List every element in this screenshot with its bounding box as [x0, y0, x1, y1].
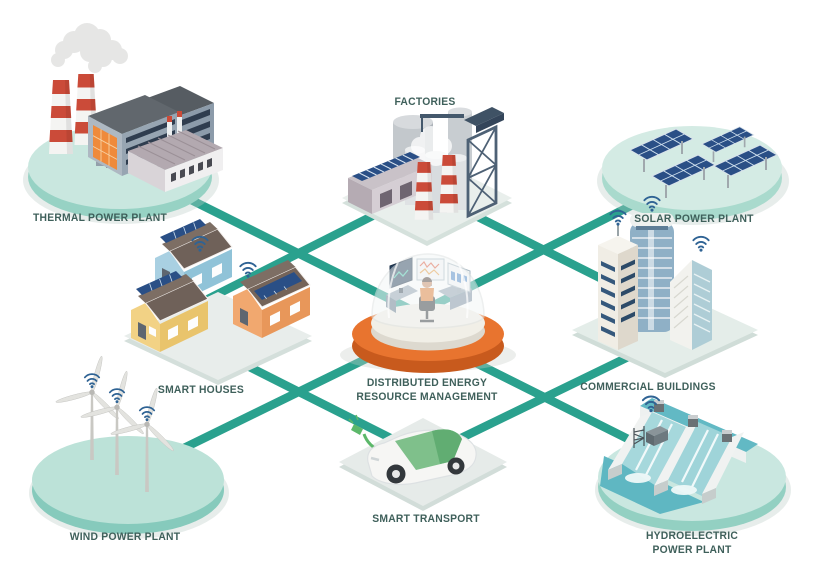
label-hydroelectric-power-plant: HYDROELECTRIC POWER PLANT: [645, 530, 739, 556]
substation: [633, 426, 668, 448]
wifi-icon: [108, 388, 126, 404]
dam: [608, 400, 746, 504]
office-tower-right: [670, 260, 712, 350]
office-tower-center: [630, 213, 674, 332]
node-thermal-power-plant: [23, 23, 223, 224]
label-smart-houses: SMART HOUSES: [157, 384, 245, 396]
pipe-bridge: [420, 107, 504, 133]
house-yellow: [131, 271, 209, 352]
wifi-icon: [692, 235, 710, 253]
label-factories: FACTORIES: [394, 96, 456, 108]
striped-chimney: [439, 155, 459, 213]
gate-house: [654, 400, 732, 442]
wifi-icon: [83, 373, 101, 389]
node-distributed-energy-resource-management: [340, 253, 516, 373]
scaffold-tower: [466, 124, 498, 219]
node-hydroelectric-power-plant: [595, 395, 791, 536]
node-commercial-buildings: [572, 195, 758, 378]
tailwater-pool: [600, 456, 704, 514]
label-commercial-buildings: COMMERCIAL BUILDINGS: [580, 381, 716, 393]
electric-car: [367, 429, 477, 486]
charging-plug: [351, 424, 363, 435]
node-factories: [342, 107, 512, 246]
striped-chimney: [49, 80, 73, 154]
boiler-panel: [93, 125, 117, 170]
striped-chimney: [414, 162, 434, 220]
label-solar-power-plant: SOLAR POWER PLANT: [634, 213, 754, 225]
dome-highlight: [387, 261, 469, 319]
label-thermal-power-plant: THERMAL POWER PLANT: [32, 212, 168, 224]
rooftop-solar-panel: [254, 272, 302, 300]
smoke: [51, 23, 128, 73]
wifi-icon: [138, 406, 156, 422]
node-smart-houses: [124, 219, 312, 385]
label-wind-power-plant: WIND POWER PLANT: [69, 531, 181, 543]
label-smart-transport: SMART TRANSPORT: [372, 513, 480, 525]
node-solar-power-plant: [597, 125, 789, 225]
office-tower-left: [598, 224, 638, 350]
annex-building: [128, 111, 223, 192]
node-smart-transport: [339, 414, 507, 511]
house-orange: [233, 260, 311, 338]
node-wind-power-plant: [29, 355, 229, 539]
label-distributed-energy-resource-management: DISTRIBUTED ENERGY RESOURCE MANAGEMENT: [356, 377, 498, 403]
platform-top: [32, 436, 224, 524]
